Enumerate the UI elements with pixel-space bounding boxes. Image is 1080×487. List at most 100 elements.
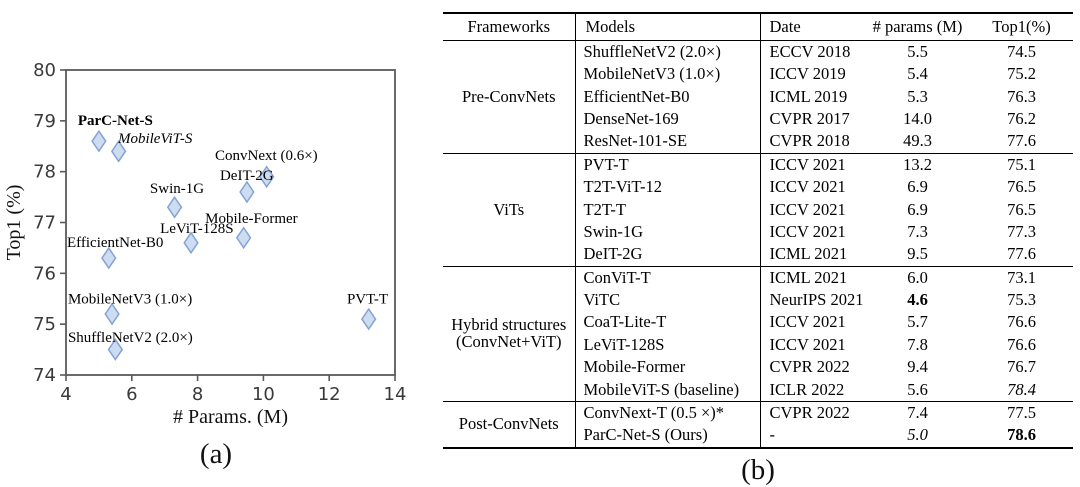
x-tick-label: 12 [318,384,341,405]
x-tick-label: 6 [126,384,137,405]
model-cell: ConViT-T [575,265,761,290]
model-cell: ParC-Net-S (Ours) [575,424,761,449]
x-tick-label: 14 [384,384,407,405]
date-cell: CVPR 2022 [760,401,865,425]
framework-cell: Hybrid structures(ConvNet+ViT) [443,265,576,402]
date-cell: ICML 2021 [760,265,865,290]
top1-cell: 76.7 [1007,357,1036,377]
framework-cell: Post-ConvNets [443,401,576,449]
point-label-shufflenetv2-2-0: ShuffleNetV2 (2.0×) [68,330,193,346]
date-cell: ICCV 2021 [769,221,846,241]
framework-cell: Pre-ConvNets [443,40,576,154]
panel-b-caption: (b) [741,454,775,487]
point-label-swin-1g: Swin-1G [150,181,204,197]
model-cell: DeIT-2G [575,243,761,267]
date-cell: ICCV 2021 [769,199,846,219]
date-cell: ICCV 2021 [769,312,846,332]
top1-cell: 77.6 [1007,131,1036,151]
params-cell: 13.2 [865,152,970,177]
point-label-mobilevit-s: MobileViT-S [117,131,193,147]
point-label-mobilenetv3-1-0: MobileNetV3 (1.0×) [68,291,192,307]
x-tick-label: 10 [252,384,275,405]
x-tick-label: 8 [192,384,203,405]
column-header-1: Models [575,13,761,41]
date-cell: CVPR 2018 [769,131,850,151]
y-tick-label: 78 [33,162,56,183]
y-tick-label: 76 [33,263,56,284]
model-cell: ViTC [575,289,761,312]
params-cell: 5.0 [907,425,928,445]
top1-cell: 73.1 [970,265,1073,290]
top1-cell: 75.1 [970,152,1073,177]
params-cell: 5.6 [907,379,928,399]
params-cell: 9.5 [907,244,928,264]
top1-cell: 76.6 [1007,334,1036,354]
model-cell: EfficientNet-B0 [575,85,761,109]
top1-cell: 75.3 [1007,290,1036,310]
point-shufflenetv2-2-0 [107,338,124,361]
point-label-parc-net-s: ParC-Net-S [78,113,153,129]
y-axis-label: Top1 (%) [3,185,25,261]
model-cell: ShuffleNetV2 (2.0×) [575,40,761,64]
top1-cell: 77.6 [1007,244,1036,264]
column-header-3: # params (M) [865,13,970,41]
point-label-mobile-former: Mobile-Former [205,211,297,227]
model-cell: PVT-T [575,152,761,177]
framework-cell: ViTs [443,152,576,267]
y-tick-label: 79 [33,111,56,132]
y-tick-label: 74 [33,365,56,386]
date-cell: ECCV 2018 [760,40,865,64]
column-header-2: Date [760,13,865,41]
point-label-deit-2g: DeIT-2G [220,168,274,184]
params-cell: 7.4 [865,401,970,425]
y-tick-label: 77 [33,213,56,234]
point-pvt-t [360,307,377,331]
point-parc-net-s [91,129,107,153]
point-label-pvt-t: PVT-T [347,291,388,307]
model-cell: LeViT-128S [575,334,761,357]
x-tick-label: 4 [60,384,71,405]
y-tick-label: 80 [33,60,56,81]
point-label-levit-128s: LeViT-128S [160,221,234,237]
point-efficientnet-b0 [101,246,117,270]
top1-cell: 76.5 [1007,177,1036,197]
point-convnext-0-6 [258,165,275,189]
date-cell: ICCV 2021 [769,334,846,354]
params-cell: 6.0 [865,265,970,290]
params-cell: 7.3 [907,221,928,241]
table-row: ResNet-101-SE CVPR 2018 49.3 77.6 [443,130,1073,154]
params-cell: 7.8 [907,334,928,354]
params-cell: 4.6 [907,290,928,310]
model-cell: ResNet-101-SE [575,130,761,154]
top1-cell: 77.5 [970,401,1073,425]
point-levit-128s [183,231,199,255]
point-mobile-former [235,226,252,250]
top1-cell: 76.2 [1007,108,1036,128]
params-cell: 49.3 [903,131,932,151]
date-cell: ICCV 2021 [760,152,865,177]
params-cell: 9.4 [907,357,928,377]
model-cell: T2T-ViT-12 [575,176,761,199]
date-cell: CVPR 2022 [769,357,850,377]
date-cell: ICML 2019 [769,86,848,106]
top1-cell: 77.3 [1007,221,1036,241]
